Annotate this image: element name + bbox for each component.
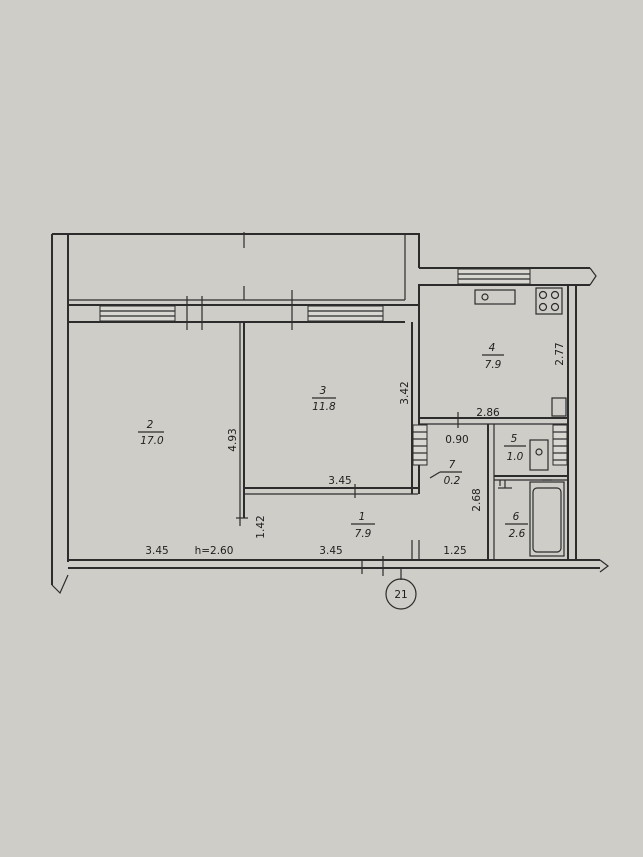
svg-text:3: 3: [320, 385, 327, 397]
dim-1-25: 1.25: [443, 545, 466, 557]
svg-text:1: 1: [359, 511, 366, 523]
room-label-2: 2 17.0: [138, 419, 164, 447]
bath-stub: [498, 480, 512, 489]
room-label-5: 5 1.0: [504, 433, 526, 463]
dim-4-93: 4.93: [227, 428, 239, 451]
stove: [535, 287, 563, 315]
vent-shaft-right: [552, 424, 568, 466]
svg-text:17.0: 17.0: [140, 435, 164, 447]
svg-text:21: 21: [394, 589, 407, 601]
interior-walls: [236, 285, 568, 576]
svg-text:5: 5: [511, 433, 518, 445]
svg-text:1.0: 1.0: [507, 451, 524, 463]
room-label-3: 3 11.8: [312, 385, 336, 413]
svg-text:6: 6: [513, 511, 520, 523]
svg-text:7: 7: [449, 459, 456, 471]
svg-text:7.9: 7.9: [355, 528, 372, 540]
svg-text:4: 4: [489, 342, 496, 354]
facade-windows: [99, 268, 531, 330]
room-label-1: 1 7.9: [351, 511, 375, 540]
room-label-6: 6 2.6: [505, 511, 528, 540]
room-label-7: 7 0.2: [429, 459, 462, 487]
vent-shaft-left: [412, 424, 428, 466]
dim-ceiling-height: h=2.60: [195, 545, 234, 557]
dim-3-42: 3.42: [399, 381, 411, 404]
dim-3-45-bottom: 3.45: [319, 545, 342, 557]
svg-text:7.9: 7.9: [485, 359, 502, 371]
bathtub: [529, 479, 565, 557]
building-number-marker: 21: [385, 568, 417, 610]
dim-3-45-left: 3.45: [145, 545, 168, 557]
room-label-4: 4 7.9: [482, 342, 504, 371]
svg-text:0.2: 0.2: [444, 475, 461, 487]
dim-1-42: 1.42: [255, 515, 267, 538]
kitchen-sink: [474, 289, 516, 305]
outer-walls: [51, 233, 609, 595]
dim-3-45-mid: 3.45: [328, 475, 351, 487]
kitchen-cabinet: [551, 397, 567, 417]
dim-0-90: 0.90: [445, 434, 468, 446]
svg-text:2: 2: [147, 419, 154, 431]
svg-text:2.6: 2.6: [509, 528, 526, 540]
svg-text:11.8: 11.8: [312, 401, 336, 413]
dim-2-86: 2.86: [476, 407, 500, 419]
dim-2-68: 2.68: [471, 488, 483, 511]
dim-2-77: 2.77: [554, 342, 566, 365]
washbasin: [529, 439, 549, 471]
